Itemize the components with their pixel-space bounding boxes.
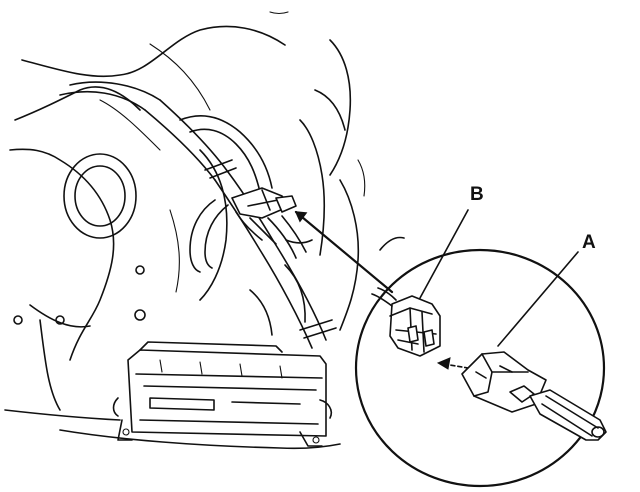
wiring-harness (59, 81, 337, 349)
control-unit-box (59, 341, 341, 450)
label-b: B (470, 184, 484, 205)
detail-leader (294, 210, 394, 294)
engine-housing (4, 11, 405, 421)
connector-a (461, 351, 607, 441)
detail-magnifier-circle (354, 248, 606, 488)
label-a: A (582, 232, 596, 253)
connector-b (371, 287, 441, 357)
harness-connector (231, 187, 313, 259)
insert-arrow (436, 357, 469, 370)
label-leaders (419, 209, 579, 347)
